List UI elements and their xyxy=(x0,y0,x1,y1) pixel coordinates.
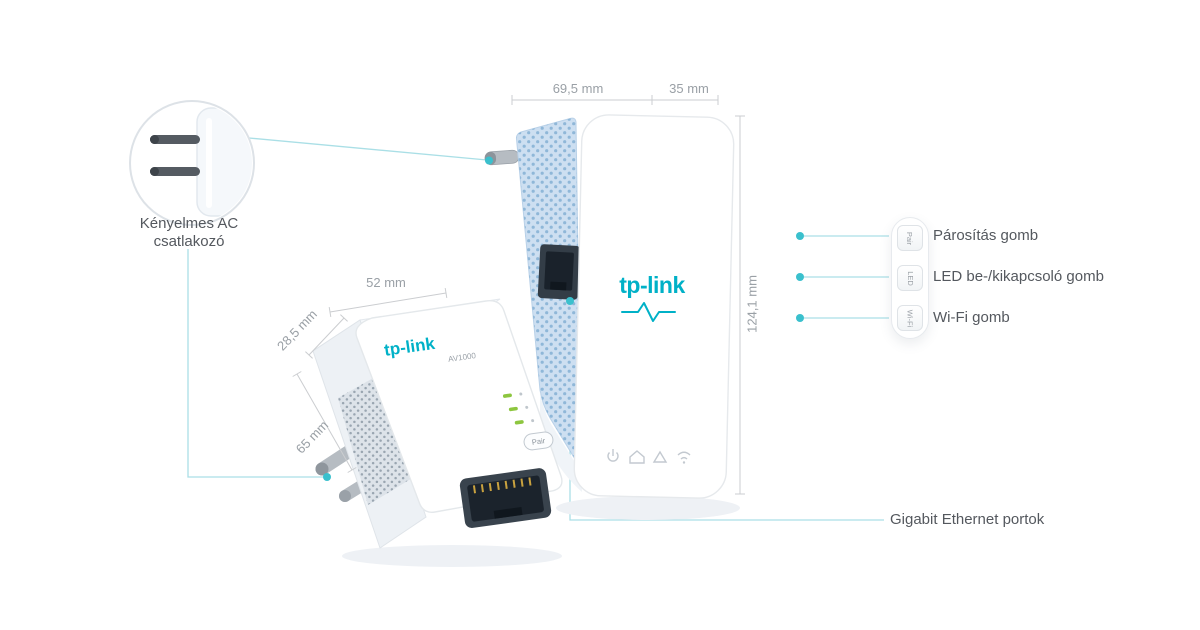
wifi-icon xyxy=(677,451,691,464)
led-button-glyph: LED xyxy=(905,270,915,286)
plug-closeup-callout xyxy=(129,100,255,226)
house-icon xyxy=(629,450,645,464)
closeup-plug-highlight xyxy=(206,118,212,208)
dimension-lines xyxy=(292,95,745,495)
pair-button-glyph: Pair xyxy=(905,231,915,245)
powerline-adapter-device: tp-link AV1000 Pair xyxy=(312,298,563,567)
power-icon xyxy=(607,449,619,462)
adapter-depth-dim-line xyxy=(308,317,345,356)
adapter-led-indicators xyxy=(502,392,535,425)
extender-height-dim-label: 124,1 mm xyxy=(744,275,760,333)
ac-closeup-leader-line xyxy=(248,137,488,161)
adapter-ethernet-port xyxy=(459,468,552,528)
led-button: LED xyxy=(897,265,923,291)
callout-dots xyxy=(323,156,804,481)
adapter-pair-button-label: Pair xyxy=(531,436,546,447)
wifi-button-glyph: Wi-Fi xyxy=(905,309,915,327)
wifi-button: Wi-Fi xyxy=(897,305,923,331)
adapter-pair-button: Pair xyxy=(523,431,554,451)
wifi-extender-device: tp-link xyxy=(484,114,740,520)
extender-brand-logo: tp-link xyxy=(619,272,685,298)
extender-status-icons xyxy=(607,449,691,464)
pair-button: Pair xyxy=(897,225,923,251)
ac-label-leader-line xyxy=(187,249,324,478)
ac-label-dot xyxy=(323,473,331,481)
adapter-width-dim-label: 52 mm xyxy=(366,275,406,290)
adapter-width-dim-line xyxy=(329,292,447,313)
led-dot xyxy=(796,273,804,281)
ethernet-dot xyxy=(566,297,574,305)
extender-depth-dim-label: 35 mm xyxy=(669,81,709,96)
adapter-height-dim-line xyxy=(296,373,353,471)
powerline-symbol-icon xyxy=(621,302,676,322)
wifi-dot xyxy=(796,314,804,322)
led-button-label: LED be-/kikapcsoló gomb xyxy=(933,268,1104,285)
extender-ethernet-port xyxy=(537,244,581,300)
extender-side-lower xyxy=(540,392,582,492)
ac-closeup-dot xyxy=(485,156,493,165)
adapter-front-face xyxy=(355,300,563,513)
extender-buttons-panel: Pair LED Wi-Fi xyxy=(891,217,929,339)
link-icon xyxy=(652,450,668,463)
ac-plug-label: Kényelmes AC csatlakozó xyxy=(139,215,239,250)
pair-dot xyxy=(796,232,804,240)
adapter-shadow xyxy=(342,545,562,567)
extender-front-face xyxy=(573,114,735,499)
closeup-plug-pins xyxy=(150,135,200,176)
extender-width-dim-label: 69,5 mm xyxy=(552,81,604,96)
wifi-button-label: Wi-Fi gomb xyxy=(933,309,1010,326)
adapter-model-label: AV1000 xyxy=(448,351,477,364)
extender-shadow xyxy=(556,496,740,520)
pair-button-label: Párosítás gomb xyxy=(933,227,1039,244)
ethernet-ports-label: Gigabit Ethernet portok xyxy=(890,511,1045,528)
adapter-vent-holes xyxy=(338,373,414,505)
